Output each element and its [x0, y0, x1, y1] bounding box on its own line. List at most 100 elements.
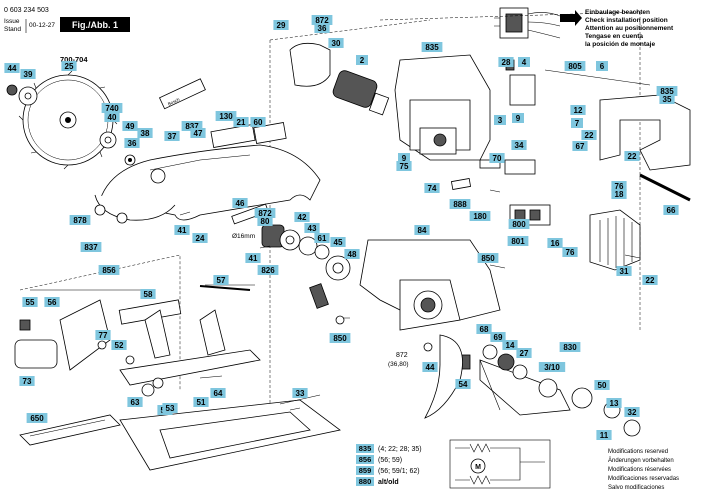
- callout-number: 61: [318, 234, 327, 243]
- callout-label: 47: [190, 128, 206, 138]
- legend-num: 880: [359, 477, 372, 486]
- callout-label: 856: [98, 265, 120, 275]
- callout-number: 3: [498, 116, 503, 125]
- callout-label: 34: [511, 140, 527, 150]
- callout-number: 3/10: [544, 363, 560, 372]
- callout-number: 41: [249, 254, 258, 263]
- callout-label: 9: [398, 153, 410, 163]
- callout-number: 837: [185, 122, 199, 131]
- callout-number: 70: [493, 154, 502, 163]
- callout-label: 33: [292, 388, 308, 398]
- callout-label: 63: [127, 397, 143, 407]
- callout-number: 38: [141, 129, 150, 138]
- handle: [544, 69, 691, 202]
- callout-number: 76: [615, 182, 624, 191]
- callout-number: 77: [99, 331, 108, 340]
- callout-label: 66: [663, 205, 679, 215]
- callout-label: 80: [257, 216, 273, 226]
- blade-guard: Bosch: [99, 78, 321, 221]
- callout-number: 835: [425, 43, 439, 52]
- callout-label: 57: [213, 275, 229, 285]
- callout-label: 55: [22, 297, 38, 307]
- lower-guard: [94, 194, 176, 224]
- callout-number: 12: [574, 106, 583, 115]
- callout-number: 16: [551, 239, 560, 248]
- callout-number: 60: [254, 118, 263, 127]
- callout-label: 872: [254, 208, 276, 218]
- callout-number: 42: [298, 213, 307, 222]
- motor-end-cap: [589, 209, 641, 271]
- callout-number: 55: [26, 298, 35, 307]
- callout-number: 73: [23, 377, 32, 386]
- callout-label: 24: [192, 233, 208, 243]
- callout-label: 835: [421, 42, 443, 52]
- diameter-note: Ø16mm: [232, 233, 255, 240]
- callout-number: 800: [512, 220, 526, 229]
- callout-number: 650: [30, 414, 44, 423]
- callout-label: 48: [344, 249, 360, 259]
- callout-label: 44: [4, 63, 20, 73]
- mod-line: Modificaciones reservadas: [608, 476, 679, 482]
- callout-number: 835: [660, 87, 674, 96]
- circuit-schematic: M: [449, 439, 551, 489]
- callout-number: 57: [217, 276, 226, 285]
- legend-num: 835: [359, 444, 372, 453]
- svg-text:Bosch: Bosch: [167, 97, 181, 107]
- callout-label: 39: [20, 69, 36, 79]
- callout-number: 44: [426, 363, 435, 372]
- callout-label: 18: [611, 189, 627, 199]
- callout-number: 52: [115, 341, 124, 350]
- callout-number: 39: [24, 70, 33, 79]
- callout-number: 56: [48, 298, 57, 307]
- callout-label: 6: [596, 61, 608, 71]
- callout-number: 40: [108, 113, 117, 122]
- callout-number: 54: [459, 380, 468, 389]
- callout-label: 53: [162, 403, 178, 413]
- parallel-guide: [14, 285, 261, 386]
- callout-number: 50: [598, 381, 607, 390]
- callout-label: 69: [490, 332, 506, 342]
- flange-washer: [6, 84, 136, 166]
- callout-label: 46: [232, 198, 248, 208]
- callout-number: 35: [663, 95, 672, 104]
- callout-label: 28: [498, 57, 514, 67]
- callout-label: 52: [111, 340, 127, 350]
- modifications-notice: Modifications reserved Änderungen vorbeh…: [608, 449, 679, 491]
- callout-number: 49: [126, 122, 135, 131]
- callout-number: 24: [196, 234, 205, 243]
- callout-number: 45: [334, 238, 343, 247]
- motor-armature: [289, 42, 641, 437]
- callout-number: 76: [566, 248, 575, 257]
- callout-label: 64: [210, 388, 226, 398]
- callout-number: 46: [236, 199, 245, 208]
- callout-number: 6: [600, 62, 605, 71]
- range-label: 700-704: [60, 55, 88, 64]
- callout-label: 67: [572, 141, 588, 151]
- callout-number: 130: [219, 112, 233, 121]
- legend-num: 859: [359, 466, 372, 475]
- callout-label: 740: [101, 103, 123, 113]
- callout-label: 27: [516, 348, 532, 358]
- callout-number: 63: [131, 398, 140, 407]
- install-notice-line: la posición de montaje: [585, 41, 655, 48]
- stand-label: Stand: [4, 26, 21, 33]
- callout-label: 3: [494, 115, 506, 125]
- callout-label: 74: [424, 183, 440, 193]
- callout-number: 64: [214, 389, 223, 398]
- callout-number: 850: [333, 334, 347, 343]
- callout-label: 41: [174, 225, 190, 235]
- callout-number: 4: [522, 58, 527, 67]
- callout-label: 32: [624, 407, 640, 417]
- install-notice: Einbaulage beachten Check installation p…: [494, 7, 674, 48]
- callout-number: 9: [402, 154, 407, 163]
- callout-label: 36: [314, 23, 330, 33]
- callout-label: 75: [396, 161, 412, 171]
- callout-number: 14: [506, 341, 515, 350]
- callout-label: 13: [606, 398, 622, 408]
- callout-number: 856: [102, 266, 116, 275]
- callout-label: 31: [616, 266, 632, 276]
- issue-label: Issue: [4, 18, 20, 25]
- callout-label: 77: [95, 330, 111, 340]
- callout-label: 830: [559, 342, 581, 352]
